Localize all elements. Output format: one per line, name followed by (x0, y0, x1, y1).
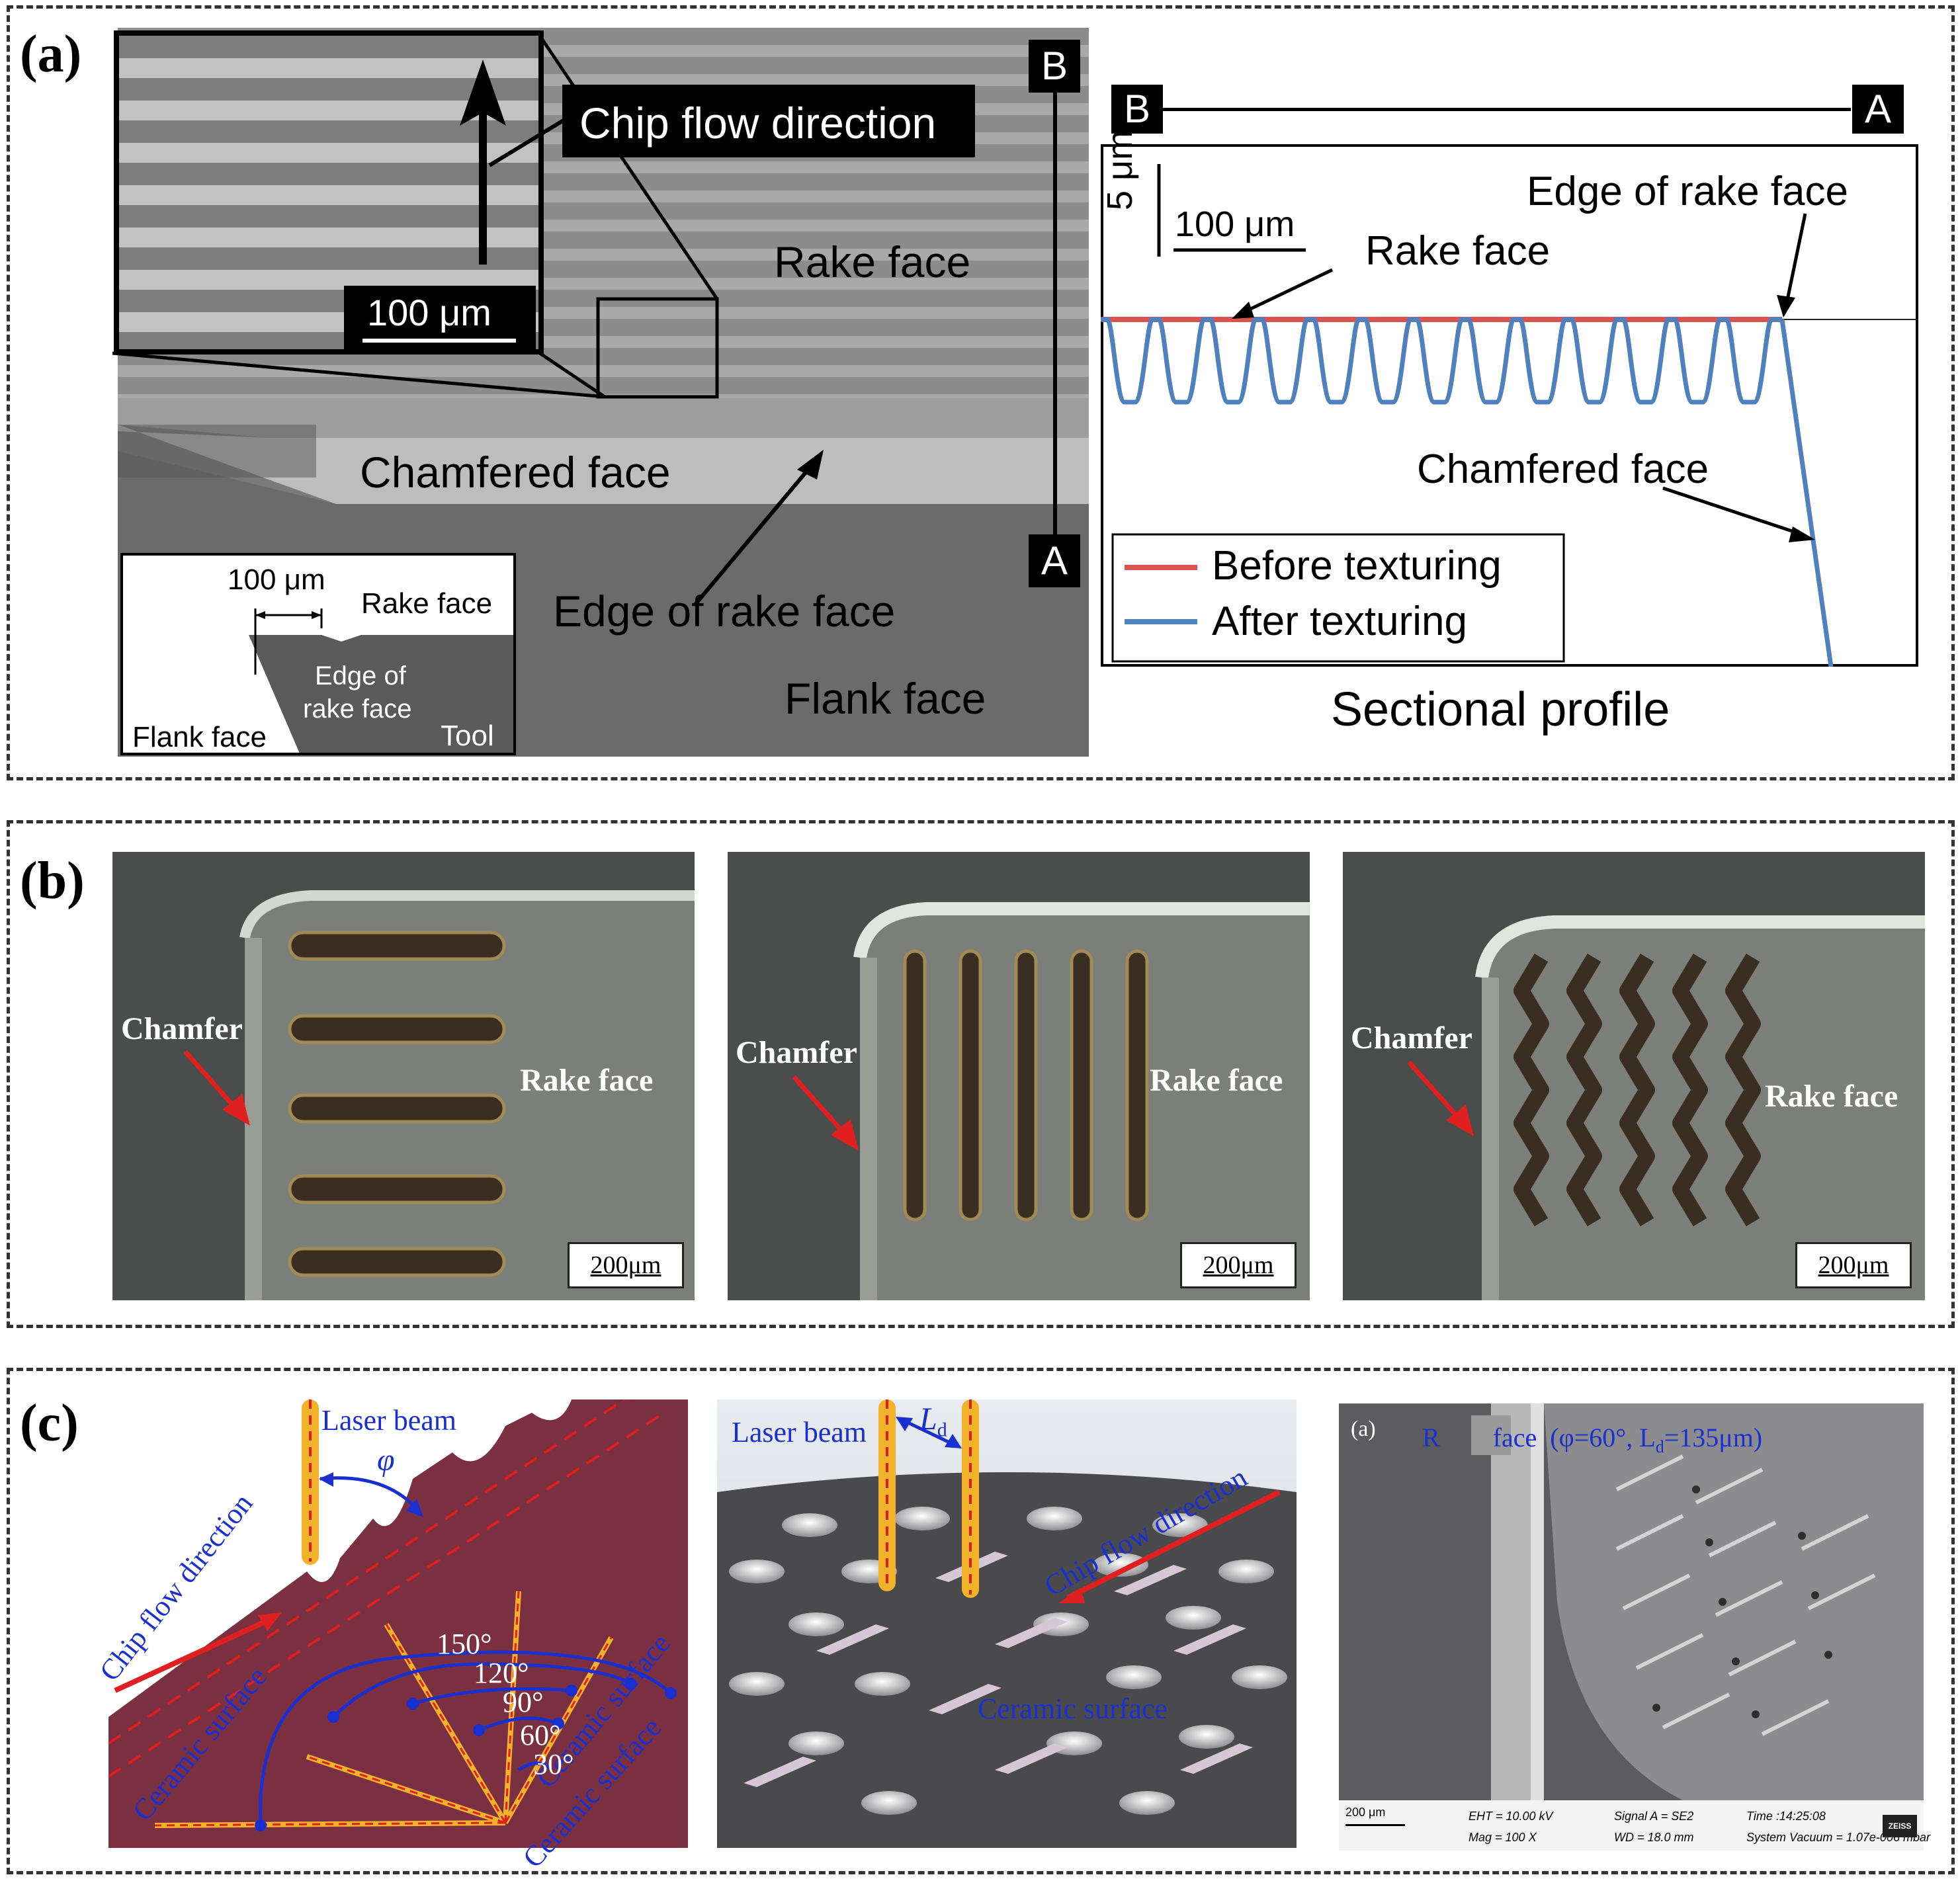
sem-c-scale-bar (1345, 1824, 1405, 1826)
profile-after-line (1101, 317, 1782, 405)
chip-flow-leader (488, 119, 567, 167)
panel-c-letter: (c) (20, 1394, 79, 1452)
legend-before-label: Before texturing (1212, 543, 1502, 589)
schematic-rake-face: Rake face (361, 587, 493, 620)
sem-c-time: Time :14:25:08 (1746, 1810, 1826, 1823)
section-marker-a: A (1029, 534, 1080, 587)
photo2-chamfer-label: Chamfer (736, 1035, 857, 1070)
profile-vscale-label: 5 μm (1100, 130, 1140, 210)
profile-hscale-label: 100 μm (1175, 204, 1295, 244)
chip-flow-label: Chip flow direction (579, 99, 937, 147)
photo1-chamfer-label: Chamfer (121, 1011, 243, 1046)
sem-c-title-sub: d (1655, 1437, 1664, 1456)
optical-photo-horizontal (112, 852, 695, 1300)
laser-beam-label-1: Laser beam (321, 1404, 456, 1437)
sem-c-title-r: R (1422, 1423, 1440, 1452)
schematic-tool: Tool (441, 720, 494, 752)
schematic-edge-line1: Edge of (315, 661, 406, 690)
chip-flow-arrow (460, 60, 506, 265)
sem-c-brand-logo: ZEISS (1883, 1815, 1917, 1837)
sem-c-title-params: (φ=60°, L (1550, 1423, 1656, 1452)
edge-arrow-head (1777, 295, 1795, 317)
profile-plot (1101, 164, 1918, 667)
sem-rake-face-label: Rake face (774, 237, 971, 286)
rake-arrow-head (1232, 302, 1254, 319)
angle-120: 120° (474, 1657, 529, 1689)
profile-caption: Sectional profile (1331, 683, 1670, 736)
angle-60: 60° (520, 1719, 561, 1751)
sem-edge-arrow (693, 450, 824, 606)
sem-c-title: R face (φ=60°, Ld=135μm) (1422, 1422, 1762, 1457)
sem-textured-tool (1339, 1403, 1924, 1851)
ld-label: Ld (919, 1401, 947, 1442)
inset-scale-bar (362, 339, 516, 343)
sem-c-signal: Signal A = SE2 (1614, 1810, 1694, 1823)
photo2-rake-label: Rake face (1150, 1063, 1283, 1098)
zoom-connector (112, 34, 719, 399)
ceramic-label-c2: Ceramic surface (978, 1692, 1168, 1725)
panel-a-frame (7, 5, 1955, 780)
schematic-scale: 100 μm (228, 564, 325, 596)
sem-chamfered-face-label: Chamfered face (360, 448, 671, 497)
schematic-inset: 100 μm Rake face Edge of rake face Flank… (120, 553, 516, 755)
sem-c-wd: WD = 18.0 mm (1614, 1831, 1694, 1844)
sem-c-title-tail: =135μm) (1664, 1423, 1763, 1452)
section-line (1053, 93, 1057, 542)
sem-c-mag: Mag = 100 X (1469, 1831, 1537, 1844)
angle-90: 90° (503, 1686, 544, 1718)
sem-c-title-face: face (1492, 1423, 1537, 1452)
sem-edge-label: Edge of rake face (553, 587, 896, 636)
rake-arrow-line (1240, 268, 1334, 315)
ld-label-main: L (919, 1401, 937, 1437)
photo3-chamfer-label: Chamfer (1351, 1021, 1472, 1056)
photo2-red-arrow (792, 1075, 859, 1151)
edge-arrow-line (1783, 213, 1807, 310)
schematic-edge-line2: rake face (303, 694, 412, 724)
sem-c-eht: EHT = 10.00 kV (1469, 1810, 1553, 1823)
photo1-rake-label: Rake face (520, 1063, 654, 1098)
chamfer-arrow-line (1662, 486, 1803, 536)
profile-after-chamfer (1779, 319, 1834, 667)
profile-legend-box (1111, 533, 1565, 663)
phi-label: φ (377, 1442, 395, 1478)
panel-b-frame (7, 820, 1955, 1328)
profile-rake-label: Rake face (1365, 228, 1551, 274)
photo1-scale: 200μm (568, 1242, 684, 1288)
angle-30: 30° (533, 1748, 574, 1780)
ld-label-sub: d (937, 1419, 947, 1441)
profile-ba-line (1163, 108, 1851, 111)
photo1-red-arrow (183, 1050, 250, 1126)
photo2-scale: 200μm (1180, 1242, 1297, 1288)
photo3-scale: 200μm (1795, 1242, 1912, 1288)
profile-chamfered-label: Chamfered face (1417, 446, 1709, 492)
legend-after-label: After texturing (1212, 599, 1467, 644)
panel-c-frame (7, 1368, 1955, 1874)
chamfer-arrow-head (1789, 526, 1815, 542)
sem-flank-face-label: Flank face (785, 674, 986, 723)
panel-a-letter: (a) (20, 25, 82, 83)
profile-marker-b: B (1111, 85, 1163, 134)
laser-dimple-schematic (717, 1399, 1297, 1848)
sem-c-label-a: (a) (1351, 1417, 1376, 1441)
inset-scale-label: 100 μm (367, 292, 491, 333)
section-marker-b: B (1029, 40, 1080, 93)
angle-150: 150° (437, 1628, 492, 1660)
laser-beam-label-2: Laser beam (732, 1416, 867, 1448)
sem-c-scale: 200 μm (1345, 1806, 1386, 1819)
profile-marker-a: A (1852, 85, 1904, 134)
optical-photo-zigzag (1343, 852, 1925, 1300)
optical-photo-vertical (728, 852, 1310, 1300)
laser-angle-schematic (108, 1399, 688, 1848)
schematic-flank-face: Flank face (132, 721, 267, 753)
chip-flow-label-box (562, 85, 975, 157)
photo3-rake-label: Rake face (1765, 1079, 1898, 1114)
photo3-red-arrow (1407, 1060, 1474, 1136)
profile-edge-label: Edge of rake face (1527, 169, 1848, 214)
panel-b-letter: (b) (20, 852, 85, 910)
